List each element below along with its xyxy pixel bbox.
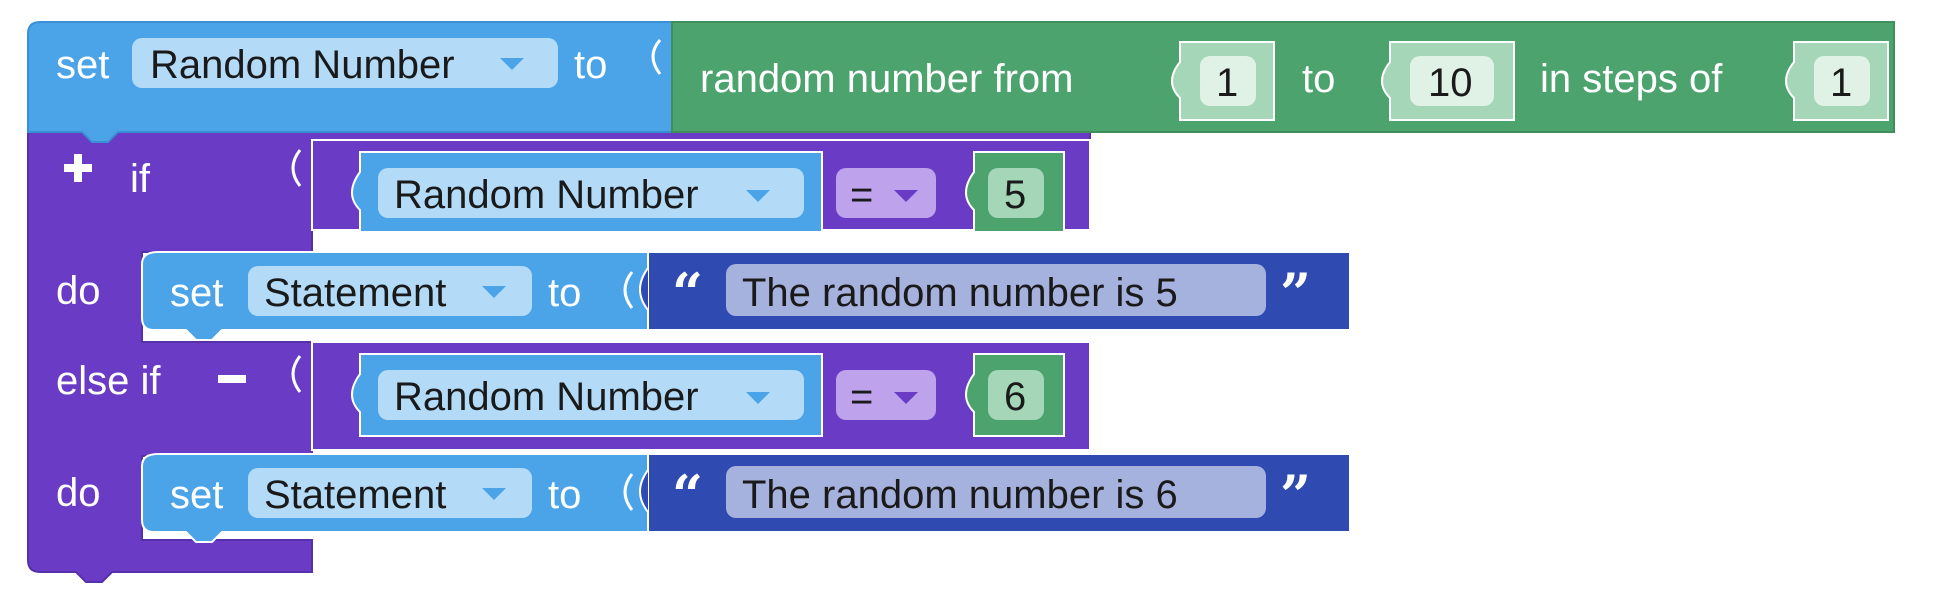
operator-symbol: = bbox=[850, 375, 873, 419]
random-label: random number from bbox=[700, 57, 1073, 101]
to-value-slot[interactable]: 10 bbox=[1381, 41, 1515, 121]
do-label-2: do bbox=[56, 471, 101, 515]
to-label: to bbox=[548, 473, 581, 517]
to-value[interactable]: 10 bbox=[1428, 61, 1473, 105]
dropdown-arrow-icon bbox=[482, 286, 506, 298]
to-label: to bbox=[548, 271, 581, 315]
quote-close-icon: ” bbox=[1280, 463, 1311, 527]
dropdown-arrow-icon bbox=[482, 488, 506, 500]
variable-name: Random Number bbox=[150, 43, 455, 87]
operator-dropdown-2[interactable]: = bbox=[836, 370, 936, 420]
compare-block-2[interactable]: Random Number = 6 bbox=[291, 341, 1091, 451]
variable-get-block-1[interactable]: Random Number bbox=[351, 151, 823, 233]
plus-icon[interactable] bbox=[64, 154, 92, 182]
input-connector-tab bbox=[639, 469, 649, 513]
variable-get-block-2[interactable]: Random Number bbox=[351, 353, 823, 437]
step-value[interactable]: 1 bbox=[1830, 61, 1852, 105]
dropdown-arrow-icon bbox=[894, 190, 918, 202]
input-connector-tab bbox=[639, 267, 649, 311]
variable-dropdown-random-number[interactable]: Random Number bbox=[132, 38, 558, 88]
input-connector-notch bbox=[291, 355, 302, 393]
dropdown-arrow-icon bbox=[500, 58, 524, 70]
operator-symbol: = bbox=[850, 173, 873, 217]
compare-variable-name: Random Number bbox=[394, 173, 699, 217]
random-block-body bbox=[671, 21, 1895, 133]
do-label-1: do bbox=[56, 269, 101, 313]
compare-value[interactable]: 5 bbox=[1004, 173, 1026, 217]
input-connector-notch bbox=[623, 473, 634, 511]
text-block-1[interactable]: “ The random number is 5 ” bbox=[639, 251, 1351, 331]
else-if-label: else if bbox=[56, 359, 161, 403]
variable-dropdown-statement-1[interactable]: Statement bbox=[248, 266, 532, 316]
text-value[interactable]: The random number is 5 bbox=[742, 271, 1178, 315]
input-connector-notch bbox=[623, 271, 634, 309]
quote-close-icon: ” bbox=[1280, 261, 1311, 325]
set-variable-block[interactable]: set Random Number to bbox=[27, 21, 673, 143]
steps-label: in steps of bbox=[1540, 57, 1723, 101]
step-value-slot[interactable]: 1 bbox=[1785, 41, 1889, 121]
variable-dropdown-statement-2[interactable]: Statement bbox=[248, 468, 532, 518]
set-label: set bbox=[56, 43, 109, 87]
number-block-1[interactable]: 5 bbox=[965, 151, 1065, 233]
compare-variable-name: Random Number bbox=[394, 375, 699, 419]
from-value[interactable]: 1 bbox=[1216, 61, 1238, 105]
set-label: set bbox=[170, 271, 223, 315]
to-label: to bbox=[574, 43, 607, 87]
quote-open-icon: “ bbox=[672, 261, 703, 325]
compare-value[interactable]: 6 bbox=[1004, 375, 1026, 419]
dropdown-arrow-icon bbox=[746, 392, 770, 404]
target-variable-name: Statement bbox=[264, 473, 446, 517]
set-statement-block-2[interactable]: set Statement to bbox=[141, 453, 649, 543]
from-value-slot[interactable]: 1 bbox=[1171, 41, 1275, 121]
text-value[interactable]: The random number is 6 bbox=[742, 473, 1178, 517]
random-number-block[interactable]: random number from 1 to 10 in steps of 1 bbox=[671, 21, 1895, 133]
compare-block-1[interactable]: Random Number = 5 bbox=[291, 139, 1091, 233]
input-connector-notch bbox=[291, 149, 302, 187]
random-to-label: to bbox=[1302, 57, 1335, 101]
input-connector-notch bbox=[651, 39, 662, 75]
quote-open-icon: “ bbox=[672, 463, 703, 527]
set-label: set bbox=[170, 473, 223, 517]
target-variable-name: Statement bbox=[264, 271, 446, 315]
dropdown-arrow-icon bbox=[746, 190, 770, 202]
if-label: if bbox=[130, 157, 151, 201]
number-block-2[interactable]: 6 bbox=[965, 353, 1065, 437]
set-statement-block-1[interactable]: set Statement to bbox=[141, 251, 649, 341]
dropdown-arrow-icon bbox=[894, 392, 918, 404]
minus-icon[interactable] bbox=[218, 375, 246, 383]
text-block-2[interactable]: “ The random number is 6 ” bbox=[639, 453, 1351, 533]
operator-dropdown-1[interactable]: = bbox=[836, 168, 936, 218]
